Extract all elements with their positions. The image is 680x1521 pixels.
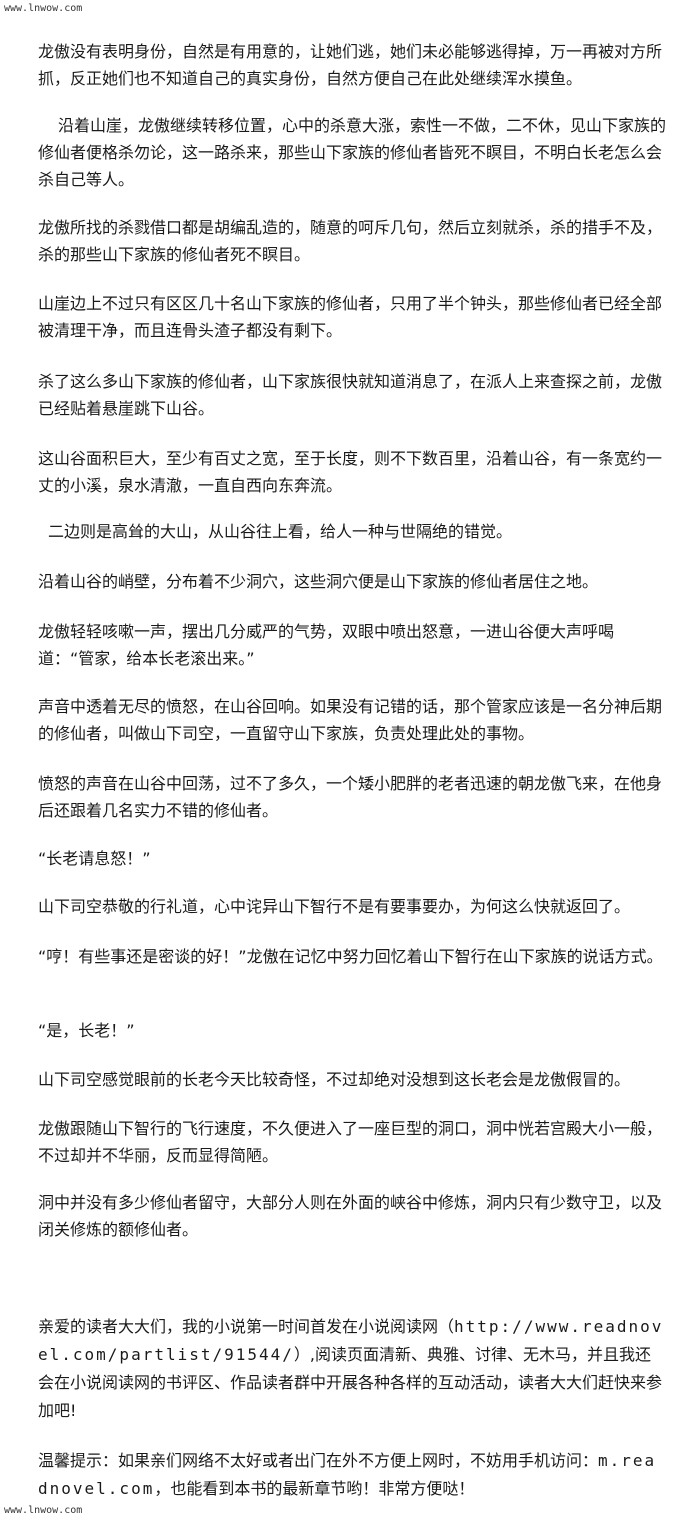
paragraph-15: “是，长老！” <box>38 1021 135 1040</box>
promo-text-before: 亲爱的读者大大们，我的小说第一时间首发在小说阅读网（ <box>38 1317 455 1336</box>
paragraph-14: “哼！有些事还是密谈的好！”龙傲在记忆中努力回忆着山下智行在山下家族的说话方式。 <box>38 947 663 966</box>
site-watermark-top: www.lnwow.com <box>4 3 83 14</box>
paragraph-7: 二边则是高耸的大山，从山谷往上看，给人一种与世隔绝的错觉。 <box>48 522 513 541</box>
paragraph-16: 山下司空感觉眼前的长老今天比较奇怪，不过却绝对没想到这长老会是龙傲假冒的。 <box>38 1070 631 1089</box>
promo-notice: 亲爱的读者大大们，我的小说第一时间首发在小说阅读网（http://www.rea… <box>38 1313 666 1425</box>
paragraph-17: 龙傲跟随山下智行的飞行速度，不久便进入了一座巨型的洞口，洞中恍若宫殿大小一般，不… <box>38 1119 663 1165</box>
paragraph-8: 沿着山谷的峭壁，分布着不少洞穴，这些洞穴便是山下家族的修仙者居住之地。 <box>38 572 599 591</box>
paragraph-6: 这山谷面积巨大，至少有百丈之宽，至于长度，则不下数百里，沿着山谷，有一条宽约一丈… <box>38 449 663 495</box>
paragraph-10: 声音中透着无尽的愤怒，在山谷回响。如果没有记错的话，那个管家应该是一名分神后期的… <box>38 697 663 743</box>
tip-text-before: 温馨提示：如果亲们网络不太好或者出门在外不方便上网时，不妨用手机访问： <box>38 1451 599 1470</box>
tip-notice: 温馨提示：如果亲们网络不太好或者出门在外不方便上网时，不妨用手机访问：m.rea… <box>38 1447 666 1503</box>
paragraph-12: “长老请息怒！” <box>38 849 151 868</box>
promo-url: http://www.readnovel.com/partlist/91544/ <box>38 1317 664 1364</box>
paragraph-3: 龙傲所找的杀戮借口都是胡编乱造的，随意的呵斥几句，然后立刻就杀，杀的措手不及，杀… <box>38 218 663 264</box>
promo-text-after: ）,阅读页面清新、典雅、讨律、无木马，并且我还会在小说阅读网的书评区、作品读者群… <box>38 1345 663 1420</box>
paragraph-5: 杀了这么多山下家族的修仙者，山下家族很快就知道消息了，在派人上来查探之前，龙傲已… <box>38 372 663 418</box>
paragraph-9: 龙傲轻轻咳嗽一声，摆出几分威严的气势，双眼中喷出怒意，一进山谷便大声呼喝道：“管… <box>38 622 615 668</box>
tip-text-after: ，也能看到本书的最新章节哟！非常方便哒！ <box>154 1479 475 1498</box>
paragraph-18: 洞中并没有多少修仙者留守，大部分人则在外面的峡谷中修炼，洞内只有少数守卫，以及闭… <box>38 1193 663 1239</box>
site-watermark-bottom: www.lnwow.com <box>4 1505 83 1516</box>
paragraph-2: 沿着山崖，龙傲继续转移位置，心中的杀意大涨，索性一不做，二不休，见山下家族的修仙… <box>38 116 667 189</box>
paragraph-1: 龙傲没有表明身份，自然是有用意的，让她们逃，她们未必能够逃得掉，万一再被对方所抓… <box>38 42 663 88</box>
paragraph-4: 山崖边上不过只有区区几十名山下家族的修仙者，只用了半个钟头，那些修仙者已经全部被… <box>38 294 663 340</box>
tip-url: m.readnovel.com <box>38 1451 657 1498</box>
paragraph-13: 山下司空恭敬的行礼道，心中诧异山下智行不是有要事要办，为何这么快就返回了。 <box>38 897 631 916</box>
paragraph-11: 愤怒的声音在山谷中回荡，过不了多久，一个矮小肥胖的老者迅速的朝龙傲飞来，在他身后… <box>38 774 663 820</box>
